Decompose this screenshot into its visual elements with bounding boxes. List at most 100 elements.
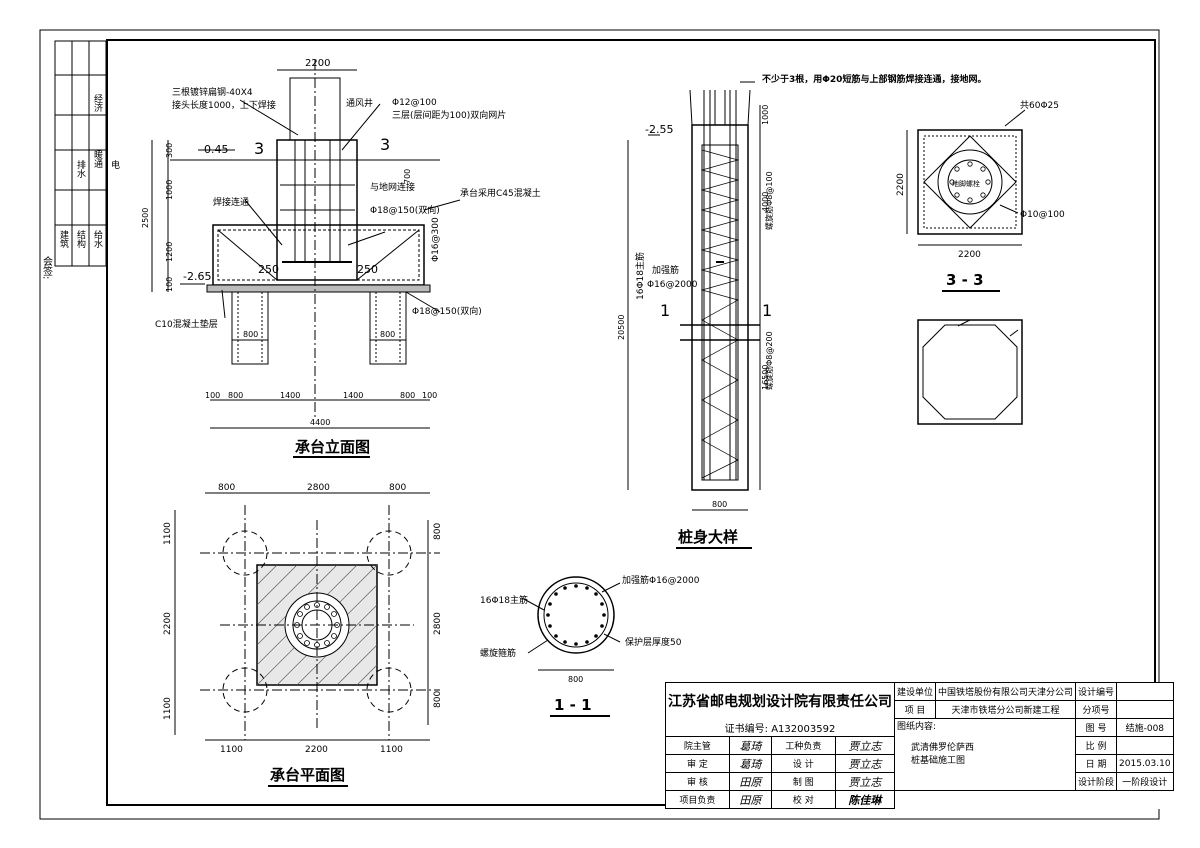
elevation-view — [151, 60, 461, 429]
spacer — [895, 791, 1174, 809]
role-label: 审 核 — [665, 772, 730, 791]
note-bar-18: Φ18@150(双向) — [370, 204, 440, 216]
signature: 田原 — [728, 772, 772, 791]
pile-detail — [627, 81, 761, 511]
date-value: 2015.03.10 — [1116, 754, 1174, 773]
level-top: -0.45 — [200, 143, 228, 156]
section-1-1-bars — [546, 584, 606, 646]
company-name: 江苏省邮电规划设计院有限责任公司 — [665, 682, 895, 719]
sidebar-cell: 电 — [109, 159, 119, 169]
signature: 贾立志 — [834, 772, 896, 791]
sec33-bars: 共60Φ25 — [1020, 100, 1059, 111]
pile-level: -2.55 — [645, 123, 673, 136]
drawing-content: 图纸内容: 武清佛罗伦萨西 桩基础施工图 — [893, 718, 1077, 791]
note-bar-12: Φ12@100 — [392, 98, 437, 108]
sidebar-cell: 建筑 — [58, 229, 69, 249]
sub-no-value — [1116, 700, 1174, 719]
plan-dim-left-1100b: 1100 — [163, 697, 173, 720]
plan-dim-left-1100a: 1100 — [163, 522, 173, 545]
cert-no: 证书编号: A132003592 — [665, 718, 895, 737]
role-label: 制 图 — [770, 772, 836, 791]
pile-dim-1000: 1000 — [761, 105, 770, 125]
build-value: 中国铁塔股份有限公司天津分公司 — [935, 682, 1077, 701]
plan-dim-bot-1100b: 1100 — [380, 745, 403, 755]
elevation-title: 承台立面图 — [295, 438, 370, 456]
project-value: 天津市铁塔分公司新建工程 — [935, 700, 1077, 719]
signoff-strip — [54, 40, 107, 267]
section-mark-left: 3 — [254, 139, 264, 158]
design-no-label: 设计编号 — [1075, 682, 1118, 701]
signature: 陈佳琳 — [834, 790, 896, 809]
dim-b1400b: 1400 — [343, 391, 363, 400]
dim-b800a: 800 — [228, 391, 243, 400]
pile-main-bars: 16Φ18主筋 — [634, 252, 646, 300]
sidebar-cell: 排水 — [75, 159, 86, 178]
plan-dim-top-800b: 800 — [389, 483, 406, 493]
signature: 田原 — [728, 790, 772, 809]
dim-pile-800-left: 800 — [243, 330, 258, 339]
sec33-stirrup: Φ10@100 — [1020, 210, 1065, 220]
pile-add-bar-label: 加强筋 — [652, 264, 679, 276]
section-3-3-bars — [949, 161, 991, 203]
dim-2500: 2500 — [141, 208, 150, 228]
stage-value: 一阶段设计 — [1116, 772, 1174, 791]
pile-cut-left: 1 — [660, 301, 670, 320]
sec11-main: 16Φ18主筋 — [480, 594, 528, 606]
role-label: 项目负责 — [665, 790, 730, 809]
sec11-spiral: 螺旋箍筋 — [480, 647, 516, 659]
section-mark-right: 3 — [380, 135, 390, 154]
dim-b100a: 100 — [205, 391, 220, 400]
dim-700: 700 — [403, 169, 412, 184]
pile-dim-20500: 20500 — [617, 315, 626, 340]
content-line-2: 桩基础施工图 — [911, 756, 966, 766]
role-label: 审 定 — [665, 754, 730, 773]
sidebar-cell: 结构 — [75, 229, 86, 249]
signature: 葛琦 — [728, 754, 772, 773]
date-label: 日 期 — [1075, 754, 1118, 773]
note-vent-pipe: 通风井 — [346, 97, 373, 109]
sec33-anchor: 地脚螺栓 — [952, 179, 980, 188]
section-1-1 — [521, 576, 621, 671]
pile-spiral-100: 螺旋筋Φ8@100 — [764, 171, 774, 230]
plan-dim-top-800a: 800 — [218, 483, 235, 493]
project-label: 项 目 — [893, 700, 937, 719]
pile-title: 桩身大样 — [678, 528, 738, 546]
title-block: 江苏省邮电规划设计院有限责任公司 建设单位 中国铁塔股份有限公司天津分公司 设计… — [665, 682, 1174, 809]
dim-250-right: 250 — [357, 263, 378, 276]
content-line-1: 武清佛罗伦萨西 — [911, 743, 975, 753]
sidebar-cell: 给水 — [92, 229, 103, 248]
sign-label: 会签: — [41, 255, 53, 280]
fig-no-value: 结施-008 — [1116, 718, 1174, 737]
plan-dim-bot-1100a: 1100 — [220, 745, 243, 755]
dim-250-left: 250 — [258, 263, 279, 276]
plan-title: 承台平面图 — [270, 766, 345, 784]
scale-value — [1116, 736, 1174, 755]
signature: 葛琦 — [728, 736, 772, 755]
note-three-layer: 三层(层间距为100)双向网片 — [392, 109, 506, 121]
inner-frame — [106, 39, 1156, 806]
sidebar-cell: 暖通 — [92, 149, 103, 169]
note-ground-connect: 与地网连接 — [370, 181, 415, 193]
pile-add-bar: Φ16@2000 — [647, 280, 698, 290]
dim-pile-800-right: 800 — [380, 330, 395, 339]
sub-no-label: 分项号 — [1075, 700, 1118, 719]
plan-bolt-ring — [294, 602, 340, 648]
stage-label: 设计阶段 — [1075, 772, 1118, 791]
sec11-title: 1 - 1 — [554, 696, 592, 714]
note-joint-length: 接头长度1000，上下焊接 — [172, 99, 276, 111]
sec33-width: 2200 — [958, 250, 981, 260]
plan-dim-bot-2200: 2200 — [305, 745, 328, 755]
role-label: 院主管 — [665, 736, 730, 755]
dim-b800b: 800 — [400, 391, 415, 400]
note-weld: 焊接连通 — [213, 196, 249, 208]
sec11-add: 加强筋Φ16@2000 — [622, 574, 700, 586]
dim-1000: 1000 — [165, 180, 174, 200]
pile-note-top: 不少于3根，用Φ20短筋与上部钢筋焊接连通，接地网。 — [762, 73, 986, 85]
role-label: 设 计 — [770, 754, 836, 773]
pile-dim-16500: 16500 — [761, 365, 770, 390]
note-bar-18-bottom: Φ18@150(双向) — [412, 305, 482, 317]
sidebar-cell: 经济 — [92, 93, 103, 112]
signature: 贾立志 — [834, 754, 896, 773]
content-label: 图纸内容: — [897, 722, 937, 732]
